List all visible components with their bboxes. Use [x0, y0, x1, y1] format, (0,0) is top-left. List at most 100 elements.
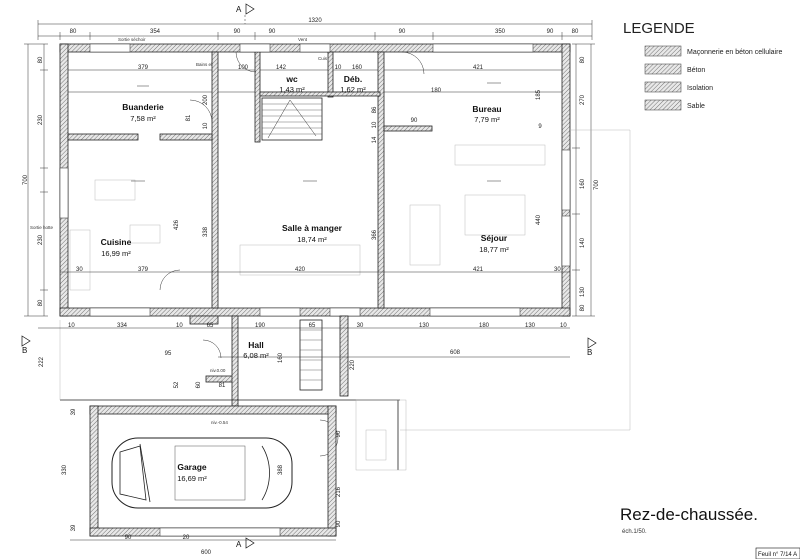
svg-text:6,08 m²: 6,08 m² — [243, 351, 269, 360]
room-cuisine: Cuisine 16,99 m² — [101, 237, 132, 258]
svg-text:B: B — [587, 348, 592, 357]
svg-text:30: 30 — [76, 267, 83, 273]
legend: Maçonnerie en béton cellulaire Béton Iso… — [644, 45, 782, 111]
door-swings — [159, 51, 425, 457]
hall-walls — [59, 315, 400, 470]
svg-text:700: 700 — [594, 179, 600, 190]
svg-text:10: 10 — [560, 323, 567, 329]
level-mark-hall: niv.0.00 — [210, 368, 226, 373]
svg-text:334: 334 — [117, 323, 128, 329]
svg-text:200: 200 — [203, 94, 209, 105]
room-garage: Garage 16,69 m² — [177, 462, 207, 483]
dimension-lines-left — [24, 43, 48, 317]
room-salle-a-manger: Salle à manger 18,74 m² — [282, 223, 343, 244]
svg-text:608: 608 — [450, 350, 461, 356]
dim-inner-top: 379 100 142 10 160 421 — [138, 65, 484, 71]
room-sejour: Séjour 18,77 m² — [479, 233, 509, 254]
svg-text:190: 190 — [255, 323, 266, 329]
staircase — [261, 97, 323, 141]
svg-text:90: 90 — [411, 118, 418, 124]
svg-text:30: 30 — [554, 267, 561, 273]
direction-markers — [131, 82, 501, 182]
svg-text:600: 600 — [201, 550, 212, 556]
section-mark-a-top: A — [236, 3, 255, 24]
svg-text:130: 130 — [580, 286, 586, 297]
legend-swatch-concrete — [644, 63, 682, 75]
dim-sub-top: 90 180 9 — [411, 88, 543, 130]
svg-text:16,69 m²: 16,69 m² — [177, 474, 207, 483]
room-bureau: Bureau 7,79 m² — [472, 104, 501, 124]
label-cuis-el: Cuis el. — [318, 56, 333, 61]
svg-text:B: B — [22, 346, 27, 355]
dimension-lines-right — [572, 43, 595, 317]
svg-text:7,58 m²: 7,58 m² — [130, 114, 156, 123]
svg-text:366: 366 — [372, 229, 378, 240]
svg-text:230: 230 — [38, 234, 44, 245]
label-sortie-sechoir: Sortie séchoir — [118, 37, 146, 42]
car-icon — [111, 437, 293, 509]
section-mark-a-bottom: A — [236, 537, 255, 549]
legend-item-sand: Sable — [687, 103, 705, 110]
svg-text:379: 379 — [138, 267, 149, 273]
svg-text:379: 379 — [138, 65, 149, 71]
svg-text:426: 426 — [174, 219, 180, 230]
svg-text:330: 330 — [62, 464, 68, 475]
svg-text:90: 90 — [399, 29, 406, 35]
svg-text:90: 90 — [125, 535, 132, 541]
svg-text:420: 420 — [295, 267, 306, 273]
svg-text:80: 80 — [70, 29, 77, 35]
dim-garage: 39 330 39 90 216 90 90 20 388 600 — [62, 408, 342, 556]
svg-text:86: 86 — [372, 106, 378, 113]
svg-text:10: 10 — [176, 323, 183, 329]
dim-mid-row: 30 379 420 421 30 — [76, 267, 561, 273]
sheet-number: Feuil n° 7/14 A — [758, 552, 797, 558]
section-mark-b-left: B — [21, 335, 31, 355]
terrain-lines — [355, 129, 631, 471]
room-buanderie: Buanderie 7,58 m² — [122, 102, 164, 123]
svg-text:90: 90 — [234, 29, 241, 35]
dim-inner-vertical: 200 10 81 185 338 426 366 440 86 10 14 — [174, 89, 542, 240]
svg-text:354: 354 — [150, 29, 161, 35]
svg-text:wc: wc — [285, 74, 298, 84]
dim-top-row: 80 354 90 90 90 350 90 80 — [70, 29, 579, 35]
svg-text:Salle à manger: Salle à manger — [282, 223, 343, 233]
dim-hall: 95 160 81 52 60 608 220 222 — [39, 350, 461, 389]
furniture — [69, 144, 546, 291]
svg-text:39: 39 — [71, 408, 77, 415]
legend-swatch-masonry — [644, 45, 682, 57]
svg-text:Buanderie: Buanderie — [122, 102, 164, 112]
svg-text:388: 388 — [278, 464, 284, 475]
svg-text:421: 421 — [473, 267, 484, 273]
svg-text:160: 160 — [580, 178, 586, 189]
legend-item-insulation: Isolation — [687, 85, 713, 92]
svg-text:220: 220 — [350, 359, 356, 370]
svg-text:Séjour: Séjour — [481, 233, 508, 243]
svg-text:421: 421 — [473, 65, 484, 71]
dim-left: 80 230 700 230 80 — [23, 56, 44, 306]
svg-text:160: 160 — [352, 65, 363, 71]
svg-text:80: 80 — [38, 56, 44, 63]
svg-text:216: 216 — [336, 486, 342, 497]
svg-text:14: 14 — [372, 136, 378, 143]
svg-text:Déb.: Déb. — [344, 74, 362, 84]
dim-lower-row: 10 334 10 65 190 65 30 130 180 130 10 — [68, 323, 567, 329]
svg-text:90: 90 — [336, 430, 342, 437]
svg-text:18,74 m²: 18,74 m² — [297, 235, 327, 244]
svg-text:20: 20 — [183, 535, 190, 541]
svg-text:130: 130 — [419, 323, 430, 329]
dimension-lines-mid — [38, 271, 570, 541]
svg-text:80: 80 — [572, 29, 579, 35]
svg-text:7,79 m²: 7,79 m² — [474, 115, 500, 124]
room-wc: wc 1,43 m² — [279, 74, 305, 94]
svg-text:700: 700 — [23, 174, 29, 185]
svg-text:90: 90 — [269, 29, 276, 35]
section-mark-b-right: B — [587, 337, 597, 357]
legend-item-masonry: Maçonnerie en béton cellulaire — [687, 49, 782, 56]
svg-text:10: 10 — [335, 65, 342, 71]
svg-text:10: 10 — [68, 323, 75, 329]
svg-text:80: 80 — [38, 299, 44, 306]
svg-text:1,43 m²: 1,43 m² — [279, 85, 305, 94]
svg-text:Garage: Garage — [177, 462, 207, 472]
sheet-box — [755, 547, 800, 559]
